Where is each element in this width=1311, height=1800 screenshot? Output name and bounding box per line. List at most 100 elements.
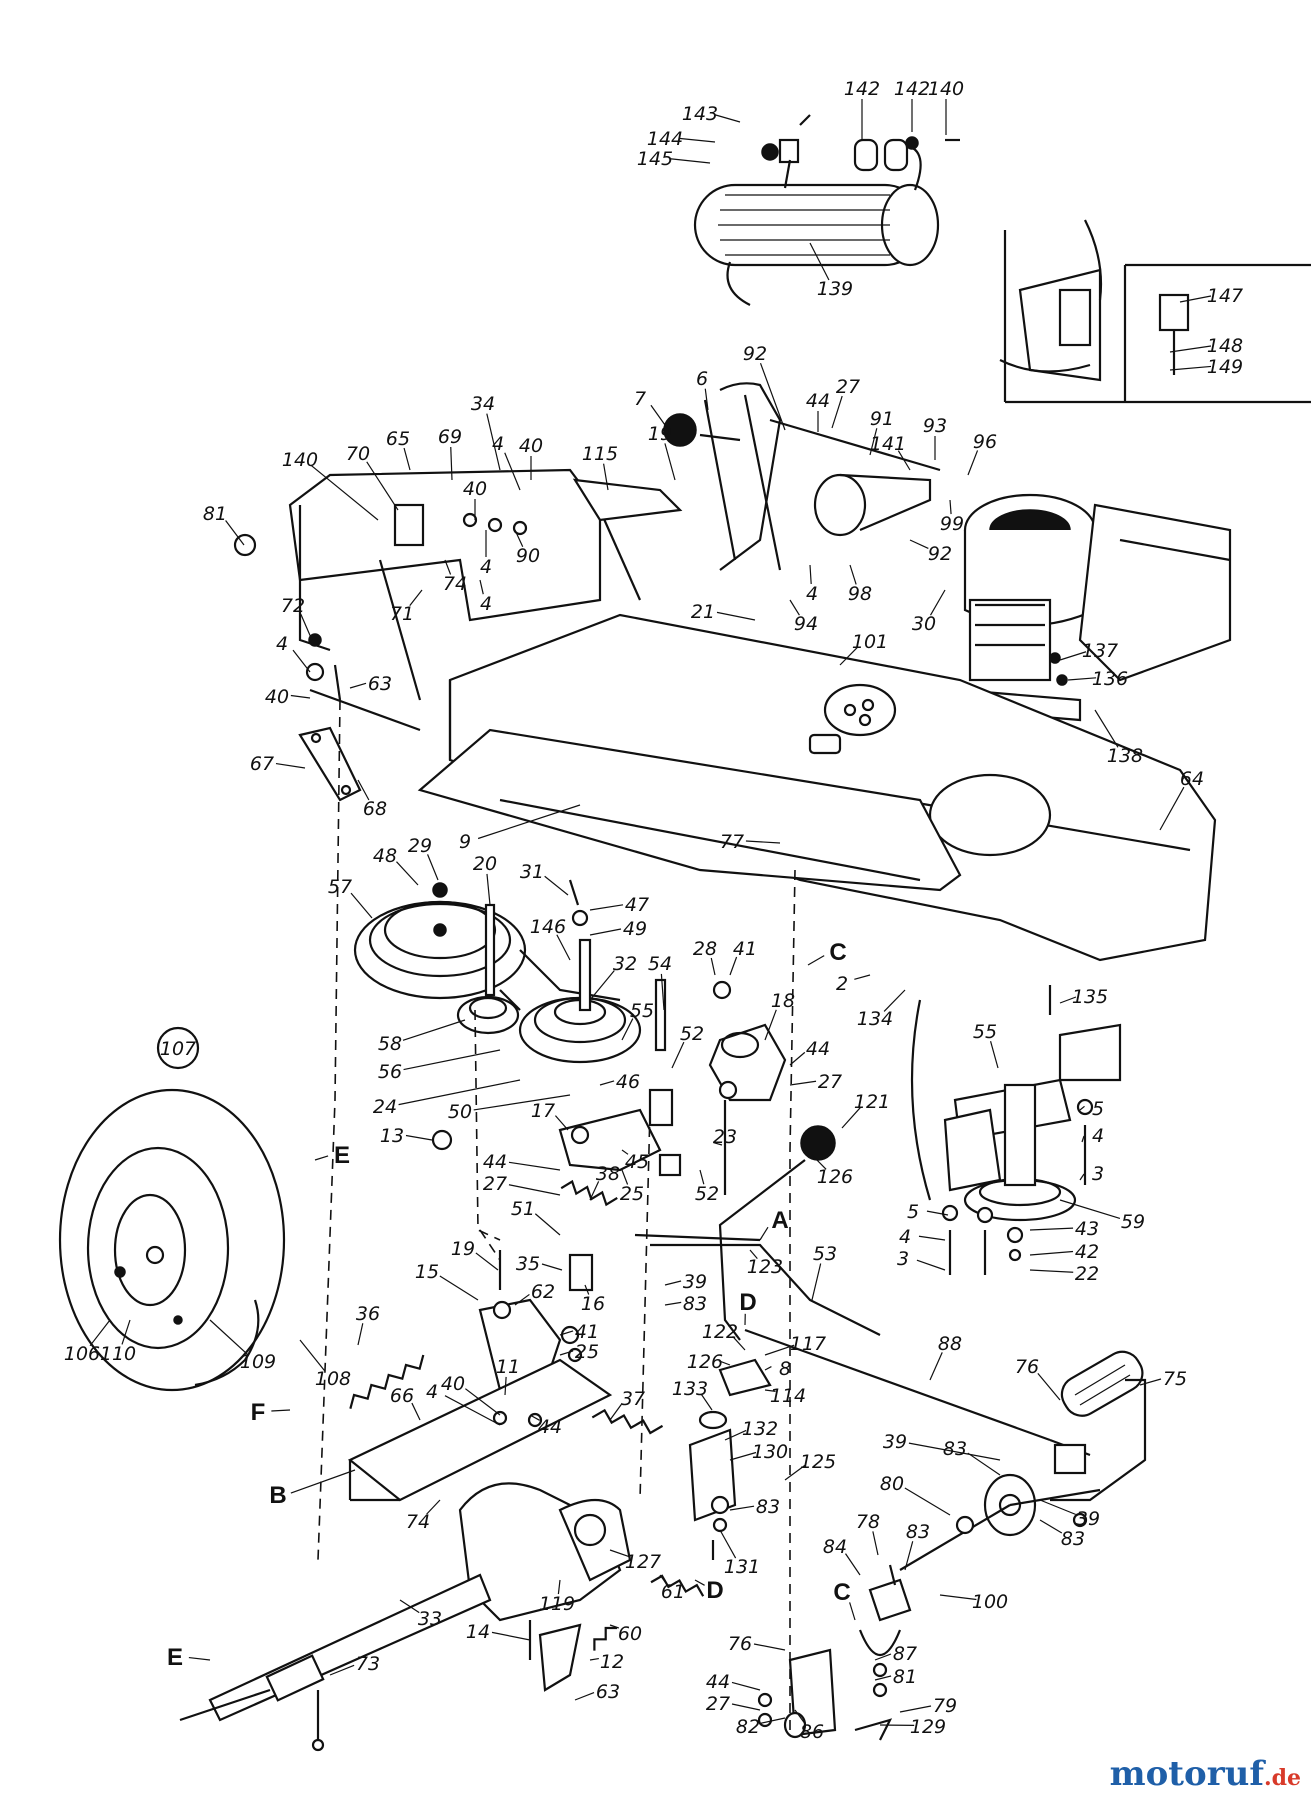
part-number-label: 44	[706, 1671, 730, 1693]
part-number-label: 76	[1015, 1356, 1039, 1378]
callout-leader	[929, 1352, 943, 1381]
part-number-label: 80	[880, 1473, 904, 1495]
part-number-label: 48	[373, 845, 397, 867]
part-number-label: 101	[852, 631, 888, 653]
callout-leader	[1179, 295, 1212, 303]
part-number-label: 92	[928, 543, 952, 565]
part-number-label: 92	[743, 343, 767, 365]
callout-leader	[464, 1388, 501, 1416]
part-number-label: 147	[1207, 285, 1243, 307]
part-number-label: 52	[695, 1183, 719, 1205]
part-number-label: 41	[733, 938, 757, 960]
callout-leader	[396, 861, 419, 886]
callout-leader	[949, 499, 952, 515]
callout-leader	[1039, 1499, 1076, 1515]
callout-leader	[724, 1429, 747, 1441]
callout-leader	[1029, 1250, 1074, 1256]
callout-leader	[729, 956, 738, 976]
callout-leader	[664, 1280, 682, 1286]
part-number-label: 40	[265, 686, 289, 708]
callout-leader	[904, 1541, 914, 1571]
callout-leader	[678, 137, 716, 143]
watermark-suffix: .de	[1263, 1765, 1301, 1791]
part-number-label: 115	[582, 443, 618, 465]
part-number-label: 52	[680, 1023, 704, 1045]
callout-leader	[719, 1529, 737, 1559]
reference-letter: D	[706, 1577, 723, 1604]
callout-leader	[314, 1155, 329, 1161]
part-number-label: 5	[1092, 1098, 1104, 1120]
part-number-label: 134	[857, 1008, 893, 1030]
part-number-label: 114	[770, 1385, 806, 1407]
part-number-label: 23	[713, 1126, 737, 1148]
callout-leader	[1169, 365, 1212, 371]
reference-letter: C	[829, 939, 846, 966]
callout-leader	[841, 1107, 861, 1129]
part-number-label: 66	[390, 1385, 414, 1407]
part-number-label: 69	[438, 426, 462, 448]
callout-leader	[764, 1344, 795, 1356]
watermark-logo: motoruf.de	[1110, 1754, 1301, 1794]
callout-leader	[807, 955, 825, 966]
part-number-label: 91	[870, 408, 894, 430]
callout-leader	[439, 1275, 479, 1301]
callout-leader	[427, 854, 439, 881]
callout-leader	[745, 840, 781, 844]
callout-leader	[668, 158, 711, 164]
callout-leader	[514, 1293, 530, 1306]
part-number-label: 146	[530, 916, 566, 938]
callout-leader	[1169, 345, 1212, 353]
part-number-label: 136	[1092, 668, 1128, 690]
callout-leader	[514, 529, 524, 547]
part-number-label: 72	[281, 595, 305, 617]
callout-leader	[399, 1599, 420, 1614]
part-number-label: 6	[696, 368, 708, 390]
brake-pedal	[744, 1328, 1147, 1571]
callout-leader	[1079, 1173, 1085, 1181]
callout-leader	[671, 1041, 685, 1069]
callout-leader	[939, 1594, 977, 1601]
part-number-label: 7	[634, 388, 646, 410]
callout-leader	[718, 1360, 731, 1366]
part-number-label: 27	[706, 1693, 730, 1715]
callout-leader	[918, 1235, 946, 1241]
lift-bracket	[910, 985, 1122, 1275]
part-number-label: 83	[683, 1293, 707, 1315]
callout-leader	[854, 974, 871, 980]
part-number-label: 83	[1061, 1528, 1085, 1550]
callout-leader	[556, 934, 571, 961]
callout-leader	[559, 1350, 574, 1356]
reference-letter: D	[739, 1289, 756, 1316]
callout-leader	[809, 564, 812, 585]
part-number-label: 100	[972, 1591, 1008, 1613]
callout-leader	[1059, 1199, 1121, 1219]
part-number-label: 18	[771, 990, 795, 1012]
part-number-label: 24	[373, 1096, 397, 1118]
springs	[349, 1179, 705, 1651]
callout-leader	[784, 1464, 806, 1481]
callout-leader	[839, 646, 859, 666]
part-number-label: 25	[620, 1183, 644, 1205]
part-number-label: 19	[648, 423, 672, 445]
part-number-label: 39	[1076, 1508, 1100, 1530]
callout-leader	[225, 520, 245, 546]
callout-leader	[504, 1376, 507, 1396]
callout-leader	[713, 113, 741, 123]
part-number-label: 27	[836, 376, 860, 398]
part-number-label: 4	[426, 1381, 438, 1403]
callout-leader	[409, 589, 423, 607]
callout-leader	[1081, 1135, 1085, 1143]
callout-leader	[609, 1404, 622, 1421]
part-number-label: 83	[943, 1438, 967, 1460]
part-number-label: 138	[1107, 745, 1143, 767]
callout-leader	[967, 450, 979, 476]
callout-leader	[349, 682, 367, 689]
part-number-label: 31	[520, 861, 544, 883]
part-number-label: 40	[463, 478, 487, 500]
callout-leader	[760, 1717, 786, 1724]
part-number-label: 127	[625, 1551, 661, 1573]
part-number-label: 108	[315, 1368, 351, 1390]
part-number-label: 99	[940, 513, 964, 535]
